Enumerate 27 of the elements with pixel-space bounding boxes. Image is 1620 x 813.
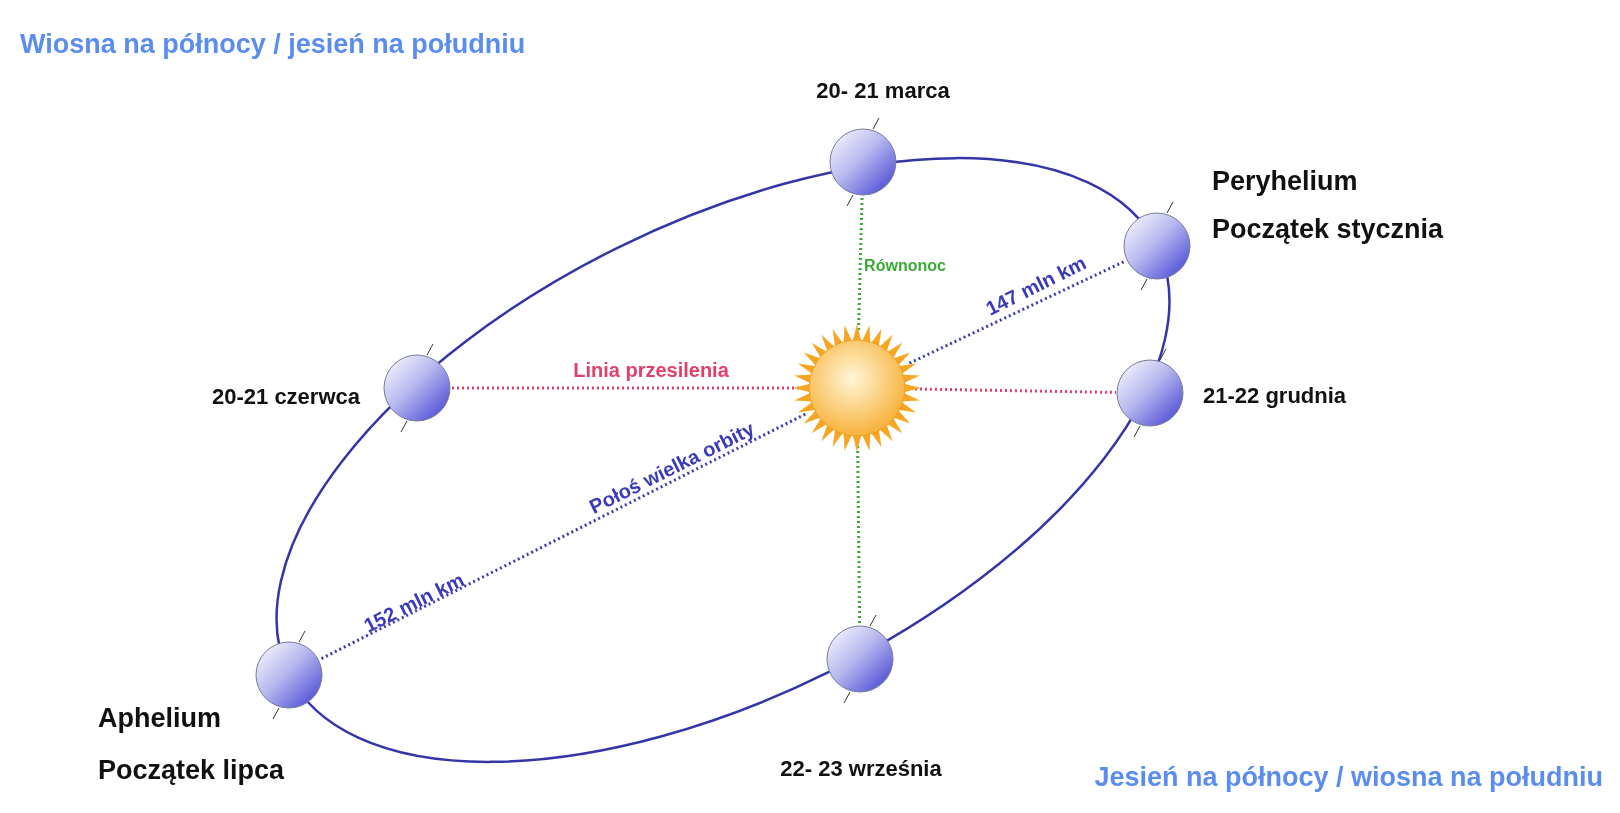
season-caption: Wiosna na północy / jesień na południu [20,28,526,60]
dotted-line [451,386,799,390]
season-caption: Jesień na północy / wiosna na południu [1094,761,1603,793]
date-label: Początek stycznia [1212,213,1444,245]
edge-label: 152 mln km [360,568,468,638]
date-label: Aphelium [98,702,221,734]
dotted-line [856,445,862,625]
date-label: 21-22 grudnia [1203,383,1347,409]
edge-label: Równonoc [864,257,946,275]
date-label: Peryhelium [1212,165,1358,197]
date-label: 20- 21 marca [816,78,950,104]
date-label: 22- 23 września [780,756,942,782]
date-label: Początek lipca [98,754,285,786]
dotted-line [908,259,1127,365]
planet-circle [827,116,899,208]
date-label: 20-21 czerwca [212,384,360,410]
edge-label: 147 mln km [982,251,1090,321]
planet-circle [253,629,325,721]
sun-drawing [791,322,923,454]
edge-label: Linia przesilenia [573,358,729,382]
dotted-line [914,387,1117,394]
planet-circle [824,613,896,705]
dotted-line [318,412,806,661]
dotted-line [857,195,864,331]
planet-circle [1121,200,1193,292]
planet-circle [381,342,453,434]
planet-circle [1114,347,1186,439]
